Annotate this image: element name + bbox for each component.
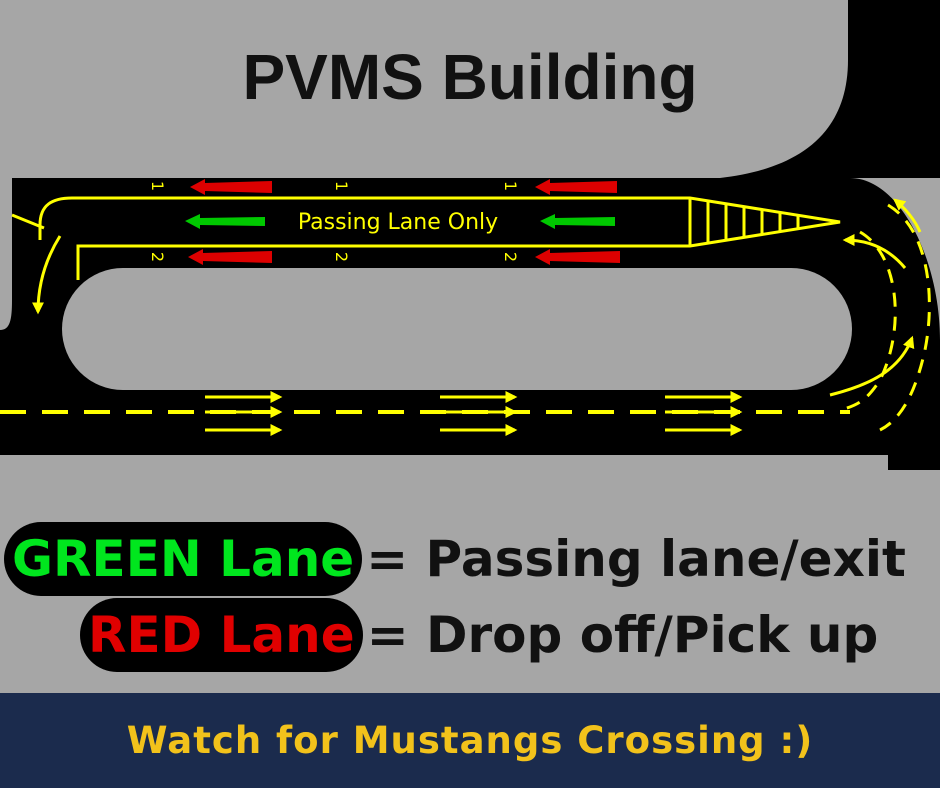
- red-lane-desc: = Drop off/Pick up: [366, 606, 879, 664]
- red-lane-pill: RED Lane: [80, 598, 363, 672]
- loop-outer-dashed: [879, 203, 931, 432]
- legend-red: RED Lane = Drop off/Pick up: [80, 598, 878, 672]
- lane-number: 2: [501, 252, 520, 262]
- building-corner: [720, 0, 940, 178]
- page-title: PVMS Building: [242, 41, 698, 113]
- red-lane-arrow: [535, 179, 617, 195]
- lane-number: 2: [148, 252, 167, 262]
- loop-arrow-upper: [842, 234, 907, 269]
- red-lane-arrow: [190, 179, 272, 195]
- legend-green: GREEN Lane = Passing lane/exit: [4, 522, 906, 596]
- loop-inner-dashed: [839, 230, 897, 412]
- loop-arrow-lower: [829, 335, 915, 397]
- crossing-banner: Watch for Mustangs Crossing :): [0, 693, 940, 788]
- green-lane-arrow: [185, 214, 265, 229]
- red-lane-arrow: [188, 249, 272, 265]
- lane-number: 1: [332, 181, 351, 191]
- drop-off-traffic-map: 1 1 1 2 2 2 Passing Lane Only: [0, 0, 940, 470]
- green-lane-pill: GREEN Lane: [4, 522, 363, 596]
- lane-outline-top: [72, 196, 841, 280]
- red-lane-arrow: [535, 249, 620, 265]
- curve-arrow-left: [32, 235, 62, 315]
- loop-arrow-top: [893, 198, 922, 233]
- green-lane-arrow: [540, 214, 615, 229]
- passing-lane-label: Passing Lane Only: [298, 210, 498, 235]
- green-lane-desc: = Passing lane/exit: [366, 530, 906, 588]
- lane-number: 2: [332, 252, 351, 262]
- lane-number: 1: [501, 181, 520, 191]
- center-island: [62, 268, 852, 390]
- lane-edge-left: [11, 213, 45, 230]
- lane-number: 1: [148, 181, 167, 191]
- banner-text: Watch for Mustangs Crossing :): [126, 719, 814, 762]
